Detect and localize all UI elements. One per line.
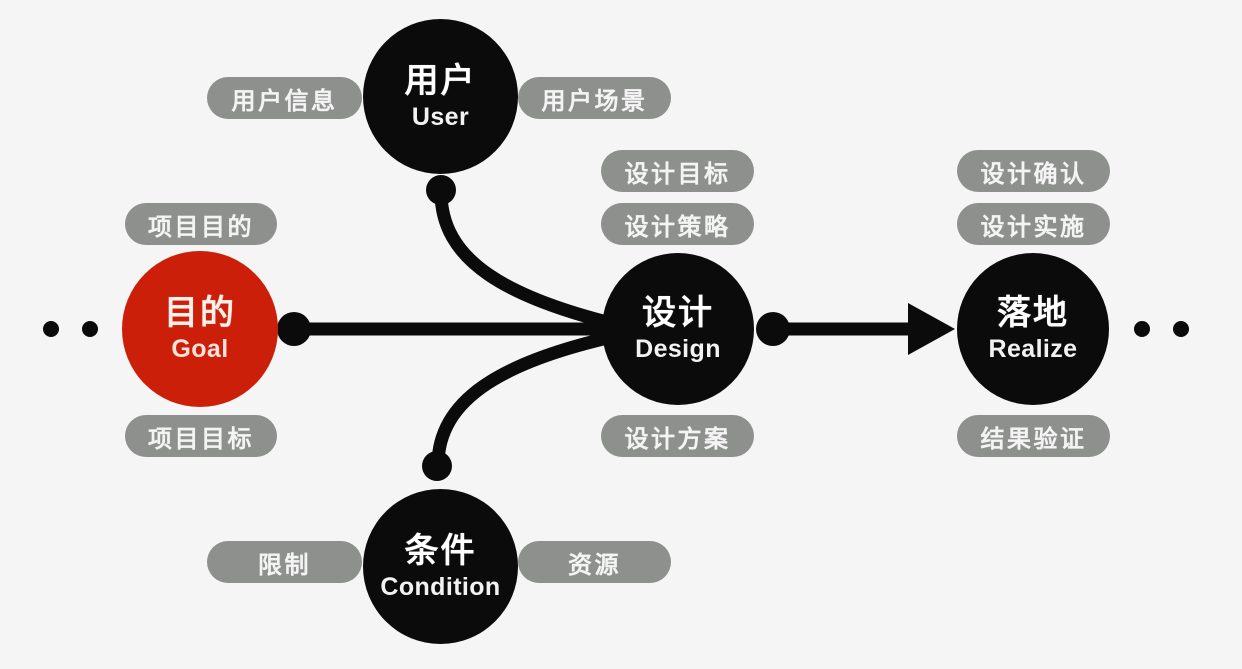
node-user[interactable]: 用户 User xyxy=(363,19,518,174)
pill-design-top-1[interactable]: 设计目标 xyxy=(601,150,754,192)
knob-goal-edge xyxy=(277,312,311,346)
pill-user-left[interactable]: 用户信息 xyxy=(207,77,362,119)
ellipsis-dot-right-2 xyxy=(1173,321,1189,337)
node-realize-en-label: Realize xyxy=(988,335,1078,363)
node-goal-en-label: Goal xyxy=(171,335,229,363)
knob-condition-edge xyxy=(422,451,452,481)
ellipsis-dot-right-1 xyxy=(1134,321,1150,337)
node-design-cn-label: 设计 xyxy=(642,294,714,332)
pill-realize-top-2[interactable]: 设计实施 xyxy=(957,203,1110,245)
knob-user-edge xyxy=(426,175,456,205)
knob-design-edge xyxy=(756,312,790,346)
pill-realize-bottom[interactable]: 结果验证 xyxy=(957,415,1110,457)
node-design[interactable]: 设计 Design xyxy=(602,253,754,405)
pill-realize-top-1[interactable]: 设计确认 xyxy=(957,150,1110,192)
pill-condition-right[interactable]: 资源 xyxy=(518,541,671,583)
node-goal-cn-label: 目的 xyxy=(164,294,236,332)
node-user-en-label: User xyxy=(411,102,470,131)
ellipsis-dot-left-1 xyxy=(43,321,59,337)
pill-goal-top[interactable]: 项目目的 xyxy=(125,203,277,245)
pill-user-right[interactable]: 用户场景 xyxy=(518,77,671,119)
arrow-head-icon xyxy=(908,303,955,355)
ellipsis-dot-left-2 xyxy=(82,321,98,337)
node-condition[interactable]: 条件 Condition xyxy=(363,489,518,644)
pill-goal-bottom[interactable]: 项目目标 xyxy=(125,415,277,457)
node-condition-cn-label: 条件 xyxy=(404,531,477,570)
pill-condition-left[interactable]: 限制 xyxy=(207,541,362,583)
node-condition-en-label: Condition xyxy=(380,572,501,601)
node-user-cn-label: 用户 xyxy=(404,61,477,100)
node-goal[interactable]: 目的 Goal xyxy=(122,251,278,407)
node-realize-cn-label: 落地 xyxy=(997,294,1069,332)
pill-design-top-2[interactable]: 设计策略 xyxy=(601,203,754,245)
node-design-en-label: Design xyxy=(635,335,721,363)
pill-design-bottom[interactable]: 设计方案 xyxy=(601,415,754,457)
node-realize[interactable]: 落地 Realize xyxy=(957,253,1109,405)
